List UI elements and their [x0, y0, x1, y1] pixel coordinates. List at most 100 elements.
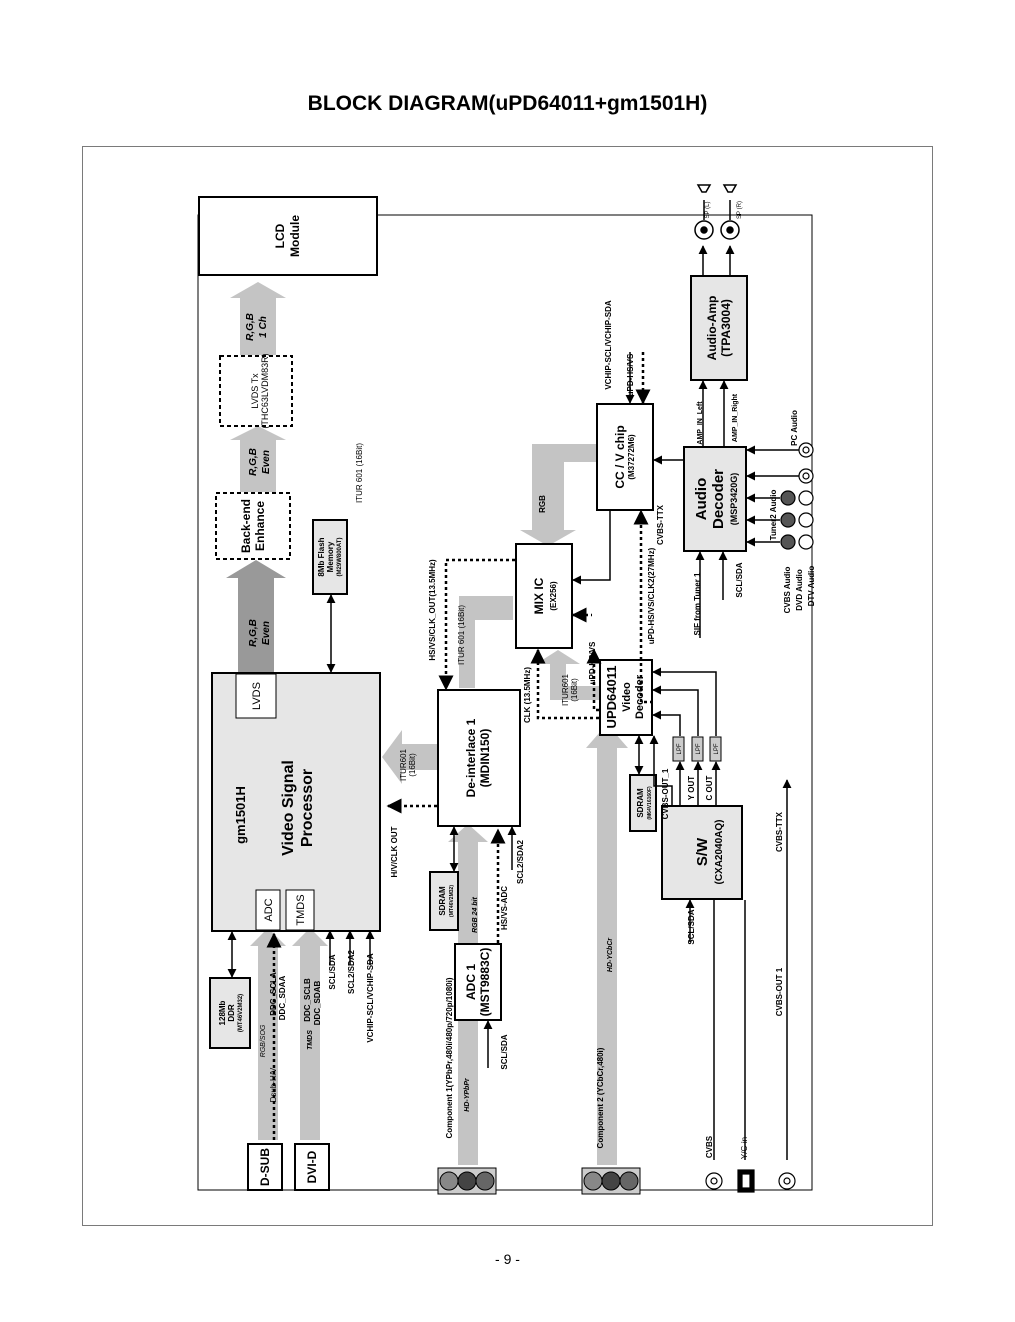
ddc-sdab-label: DDC_SDAB	[313, 981, 322, 1026]
lcd-module-label-1: LCD	[273, 223, 287, 248]
component1-label: Component 1(YPbPr,480i/480p/720p/1080i)	[445, 977, 454, 1138]
deinterlace-block	[437, 689, 521, 827]
ddc-sdaa-label: DDC_SDAA	[278, 976, 287, 1021]
rgb-1ch-label-2: 1 Ch	[258, 316, 269, 338]
rgb-even-top-arrow	[230, 426, 286, 492]
dvid-label: DVI-D	[305, 1150, 319, 1183]
hs-vs-clk-out-label: HS/VS/CLK_OUT(13.5MHz)	[428, 559, 437, 661]
sdram-upd-block	[629, 774, 657, 832]
lpf-block-2	[691, 736, 704, 762]
tuner2-audio-label: Tuner2 Audio	[769, 490, 778, 541]
vchip-scl-sda-gm-label: VCHIP-SCL/VCHIP-SDA	[366, 953, 375, 1043]
itur601-left-arrow	[382, 730, 437, 784]
flash-label-2: Memory	[326, 541, 335, 572]
component2-label: Component 2 (YCbCr,480i)	[596, 1047, 605, 1148]
tmds-port-label: TMDS	[295, 894, 307, 925]
audio-amp-label-2: (TPA3004)	[719, 299, 733, 357]
adc1-label-2: (MST9883C)	[478, 948, 492, 1017]
sp-r-label: SP (R)	[737, 201, 743, 219]
audio-decoder-label-3: (MSP3420G)	[729, 473, 739, 526]
itur601-top-label: ITUR 601 (16Bit)	[355, 443, 364, 503]
sdram2-label-1: SDRAM	[636, 788, 645, 818]
adc-port	[255, 889, 281, 931]
sdram1-label-1: SDRAM	[438, 886, 447, 916]
sw-label-1: S/W	[694, 837, 711, 866]
itur601-mid-label: ITUR 601 (16Bit)	[457, 605, 466, 665]
upd-label-3: Decoder	[634, 674, 646, 719]
vchip-scl-sda-top-label: VCHIP-SCL/VCHIP-SDA	[604, 300, 613, 390]
sdram2-label-2: (M64V16160F)	[647, 786, 653, 820]
speaker-left-icon	[696, 184, 712, 193]
dtv-audio-label: DTV Audio	[807, 566, 816, 607]
scl-sda-sw-label: SCL/SDA	[687, 909, 696, 944]
lvds-tx-label-1: LVDS Tx	[250, 373, 260, 409]
tmds-port	[285, 889, 315, 931]
mixic-block	[515, 543, 573, 649]
gm1501h-label: gm1501H	[233, 786, 248, 844]
dsub-connector	[247, 1143, 283, 1191]
adc1-label-1: ADC 1	[464, 964, 478, 1000]
scl-sda-adc1-label: SCL/SDA	[500, 1034, 509, 1069]
back-end-enhance-block	[215, 492, 291, 560]
rgb-even-top-label-2: Even	[261, 450, 272, 474]
hd-ycbcr-arrow	[586, 724, 628, 1165]
lcd-module-label-2: Module	[288, 215, 302, 257]
scl-sda-gm-label: SCL/SDA	[328, 954, 337, 989]
flash-label-1: 8Mb Flash	[317, 537, 326, 576]
lvds-port-label: LVDS	[251, 682, 263, 710]
ddr-label-3: (MT46V2M32)	[238, 994, 244, 1032]
lvds-port	[235, 673, 277, 719]
lcd-module-block	[198, 196, 378, 276]
cvbs-out-1-label: CVBS-OUT 1	[775, 967, 784, 1016]
vsp-label-1: Video Signal	[280, 760, 297, 856]
rgb-mix-arrow	[520, 444, 597, 546]
lpf-label-2: LPF	[696, 743, 702, 754]
amp-in-right-label: AMP_IN_Right	[732, 393, 739, 442]
audio-amp-block	[690, 275, 748, 381]
ddr-label-1: 128Mb	[218, 1000, 227, 1025]
upd64011-block	[599, 659, 653, 736]
audio-decoder-block	[683, 446, 747, 552]
adc1-block	[454, 943, 502, 1021]
ccv-label-1: CC / V chip	[613, 425, 627, 488]
rgb-1ch-label-1: R,G,B	[245, 313, 256, 341]
hv-clk-out-label: H/V/CLK OUT	[390, 826, 399, 877]
rgb-24bit-label: RGB 24 bit	[472, 896, 479, 932]
back-end-label-1: Back-end	[239, 499, 253, 553]
upd-hsvs-clk2-label: uPD-HS/VS/CLK2(27MHz)	[647, 547, 656, 644]
cvbs-audio-label: CVBS Audio	[783, 566, 792, 613]
flash-memory-block	[312, 519, 348, 595]
cvbs-ttx-top-label: CVBS-TTX	[656, 504, 665, 545]
rgb-even-top-label-1: R,G,B	[248, 448, 259, 476]
mixic-label-2: (EX256)	[549, 581, 558, 611]
dsub-hv-label: Dsub-H/V	[269, 1067, 278, 1102]
rgb-sog-arrow	[250, 928, 286, 1140]
rgb-even-bottom-label-1: R,G,B	[248, 619, 259, 647]
pc-audio-label: PC Audio	[790, 410, 799, 446]
sw-label-2: (CXA2040AQ)	[714, 819, 725, 884]
itur601-mix-arrow	[536, 650, 599, 700]
speaker-right-icon	[722, 184, 738, 193]
tmds-label: TMDS	[307, 1030, 314, 1050]
mixic-label-1: MIX IC	[532, 577, 546, 614]
scl-sda-audio-label: SCL/SDA	[735, 562, 744, 597]
lpf-label-3: LPF	[714, 743, 720, 754]
deinterlace-label-1: De-interlace 1	[464, 718, 478, 797]
audio-decoder-label-1: Audio	[693, 478, 710, 521]
audio-amp-label-1: Audio-Amp	[705, 296, 719, 361]
board-outline	[197, 214, 813, 1191]
rgb-even-bottom-arrow	[226, 560, 286, 672]
flash-label-3: (M29W800AT)	[337, 538, 343, 577]
dsub-label: D-SUB	[258, 1148, 272, 1186]
vsp-label-2: Processor	[299, 769, 316, 847]
sdram1-label-2: (MT46V2M32)	[449, 885, 455, 917]
sw-block	[661, 805, 743, 900]
deinterlace-label-2: (MDIN150)	[478, 729, 492, 788]
y-out-label: Y OUT	[687, 776, 696, 800]
itur601-mix-label-1: ITUR601	[561, 673, 570, 706]
cvbs-out-1-top-label: CVBS-OUT_1	[661, 768, 670, 819]
itur601-left-label-2: (16Bit)	[408, 753, 417, 777]
sp-l-label: SP (L)	[705, 202, 711, 219]
hd-ycbcr-label: HD-YCbCr	[607, 937, 614, 972]
